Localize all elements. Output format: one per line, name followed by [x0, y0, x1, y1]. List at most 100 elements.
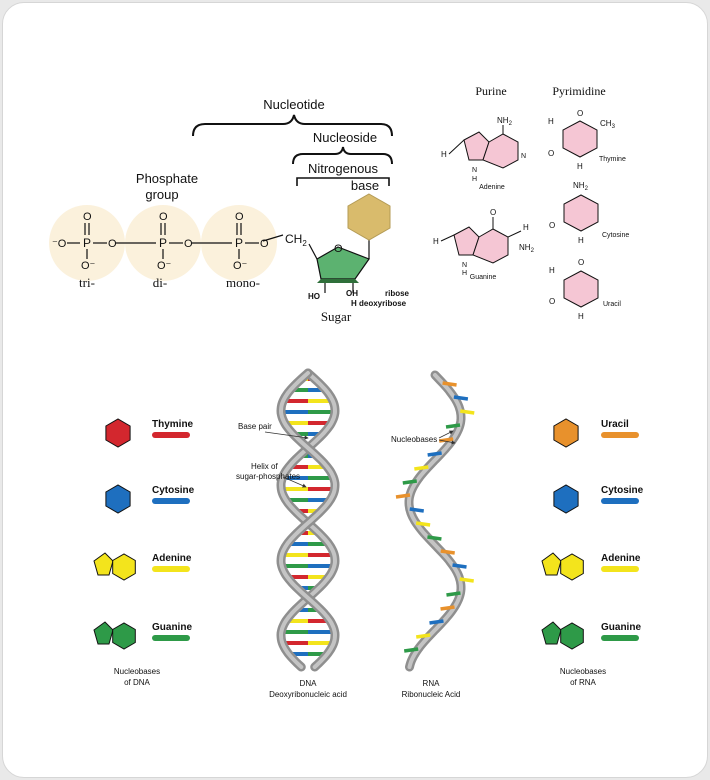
- guanine-structure: O H H NH2 N H Guanine: [433, 208, 535, 281]
- helix-annotations: Base pair Helix of sugar-phosphates Nucl…: [236, 422, 456, 488]
- pyrimidine-header: Pyrimidine: [552, 84, 605, 98]
- dna-legend-molecule-ring: [93, 621, 114, 645]
- oxygen-top-label: O: [159, 211, 168, 223]
- svg-text:O: O: [548, 149, 554, 158]
- svg-text:O: O: [549, 221, 555, 230]
- dna-strand-b-highlight: [278, 371, 338, 669]
- rna-legend-caption: Nucleobases: [560, 667, 606, 676]
- svg-text:H: H: [472, 176, 477, 183]
- rna-nucleobase: [427, 451, 442, 457]
- rna-nucleobase: [414, 465, 429, 471]
- rna-nucleobase: [440, 605, 455, 611]
- rna-nucleobase: [452, 563, 467, 569]
- nitrogenous-bracket: [296, 177, 390, 186]
- dna-legend-base-bar: [152, 635, 190, 641]
- svg-text:NH2: NH2: [573, 181, 589, 192]
- uracil-caption: Uracil: [603, 301, 621, 308]
- nitrogenous-label: Nitrogenous: [308, 161, 379, 176]
- rna-nucleobase: [442, 381, 457, 387]
- phosphate-circle-di: [125, 205, 201, 281]
- phosphorus-label: P: [83, 236, 91, 250]
- dna-caption: DNA: [300, 679, 318, 688]
- bridge-oxygen-label: O: [260, 238, 269, 250]
- rna-nucleobase: [445, 423, 461, 429]
- dna-helix: [276, 368, 340, 672]
- rna-nucleobase: [415, 633, 431, 639]
- svg-text:H: H: [577, 162, 583, 171]
- cytosine-structure: NH2 O H Cytosine: [549, 181, 629, 245]
- rna-helix: [395, 370, 475, 672]
- rna-nucleobase: [415, 521, 431, 527]
- adenine-structure: NH2 H N H N Adenine: [441, 116, 526, 191]
- phosphate-group-label-2: group: [145, 187, 178, 202]
- svg-text:H: H: [441, 150, 447, 159]
- sugar-ring-front: [317, 279, 359, 283]
- svg-text:NH2: NH2: [497, 116, 513, 127]
- rna-legend-molecule-ring: [541, 552, 562, 576]
- phosphate-di-label: di-: [153, 275, 167, 290]
- rna-nucleobase: [395, 493, 411, 499]
- oxygen-top-label: O: [83, 211, 92, 223]
- rna-nucleobase: [429, 619, 444, 625]
- dna-legend-base-label: Thymine: [152, 419, 194, 430]
- dna-legend-molecule-ring: [93, 552, 114, 576]
- rna-legend-base-bar: [601, 432, 639, 438]
- nucleobases-annotation: Nucleobases: [391, 435, 437, 444]
- dna-legend-molecule-ring: [112, 622, 136, 650]
- deoxyribose-label: H deoxyribose: [351, 299, 407, 308]
- sugar-label: Sugar: [321, 309, 352, 324]
- nitrogenous-base-hexagon: [347, 193, 391, 241]
- cytosine-caption: Cytosine: [602, 232, 629, 239]
- dna-legend-caption-2: of DNA: [124, 678, 150, 687]
- rna-legend-base-bar: [601, 498, 639, 504]
- terminal-oxygen-label: ⁻O: [52, 238, 67, 250]
- ribose-label: ribose: [385, 289, 410, 298]
- svg-text:N: N: [462, 262, 467, 269]
- nucleotide-bracket: [192, 114, 393, 137]
- rna-nucleobase: [459, 577, 474, 583]
- svg-text:H: H: [578, 236, 584, 245]
- nucleoside-bracket: [292, 146, 393, 165]
- dna-legend-base-bar: [152, 432, 190, 438]
- svg-text:O: O: [549, 297, 555, 306]
- svg-text:O: O: [578, 258, 584, 267]
- svg-text:CH3: CH3: [600, 119, 616, 130]
- base-label: base: [351, 178, 379, 193]
- ho-label: HO: [308, 292, 320, 301]
- rna-nucleobase: [453, 395, 469, 401]
- nucleotide-structure: Nucleotide Nucleoside Nitrogenous base P…: [49, 97, 410, 324]
- rna-legend-base-bar: [601, 566, 639, 572]
- rna-legend-base-label: Uracil: [601, 419, 629, 430]
- oxygen-top-label: O: [235, 211, 244, 223]
- oxygen-bottom-label: O⁻: [81, 260, 96, 272]
- rna-legend-molecule-ring: [560, 622, 584, 650]
- rna-nucleobase: [402, 479, 418, 485]
- phosphate-group-label: Phosphate: [136, 171, 198, 186]
- thymine-structure: O H CH3 O H Thymine: [548, 109, 626, 171]
- svg-text:O: O: [490, 208, 496, 217]
- phosphorus-label: P: [159, 236, 167, 250]
- rna-caption: RNA: [423, 679, 441, 688]
- rna-caption-full: Ribonucleic Acid: [402, 690, 461, 699]
- helix-of-label: Helix of: [251, 462, 278, 471]
- adenine-caption: Adenine: [479, 184, 505, 191]
- sugar-phosphates-label: sugar-phosphates: [236, 472, 300, 481]
- dna-legend-base-label: Cytosine: [152, 485, 195, 496]
- rna-strand-highlight: [407, 373, 463, 669]
- rna-legend-base-label: Adenine: [601, 553, 641, 564]
- rna-nucleobase: [403, 647, 419, 653]
- bridge-oxygen-label: O: [184, 238, 193, 250]
- rna-legend-molecule-ring: [560, 553, 584, 581]
- nucleotide-diagram: Nucleotide Nucleoside Nitrogenous base P…: [49, 84, 644, 699]
- rna-legend-caption-2: of RNA: [570, 678, 596, 687]
- svg-text:H: H: [462, 270, 467, 277]
- dna-legend-base-label: Guanine: [152, 622, 192, 633]
- guanine-caption: Guanine: [470, 274, 497, 281]
- svg-text:H: H: [548, 117, 554, 126]
- svg-text:NH2: NH2: [519, 243, 535, 254]
- rna-nucleobase: [446, 591, 461, 597]
- rna-nucleobase: [427, 535, 442, 541]
